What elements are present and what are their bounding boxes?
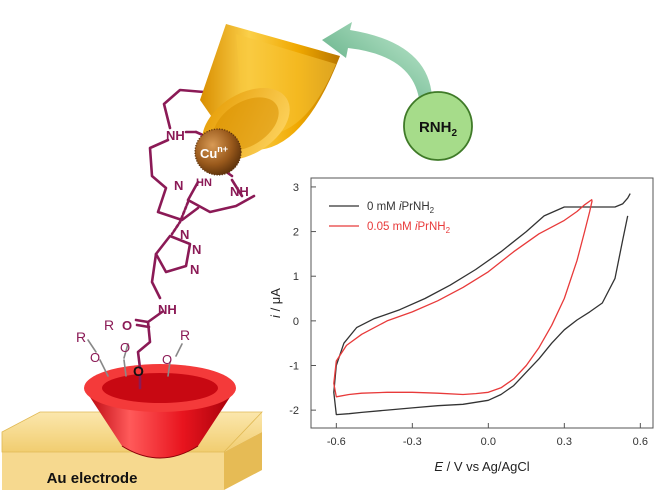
o-1: O [90, 350, 100, 365]
macrocycle-hn: HN [196, 177, 212, 189]
plot-frame [310, 177, 654, 429]
y-tick-label: 0 [293, 316, 299, 328]
electrode-label: Au electrode [47, 470, 138, 487]
legend-label-2: 0.05 mM iPrNH2 [367, 221, 451, 235]
o-3: O [162, 352, 172, 367]
x-tick-label: 0.6 [633, 436, 648, 448]
x-axis-label: E / V vs Ag/AgCl [434, 459, 529, 474]
y-tick-label: 3 [293, 182, 299, 194]
triazole-n3: N [190, 262, 199, 277]
series-lines [333, 193, 631, 416]
cyclodextrin-cone-gold [200, 24, 340, 160]
r-group-2: R [104, 317, 114, 333]
x-tick-label: -0.3 [403, 436, 422, 448]
y-tick-label: -2 [289, 405, 299, 417]
legend-label-1: 0 mM iPrNH2 [367, 201, 435, 215]
triazole-n2: N [192, 242, 201, 257]
y-axis-label: i / μA [268, 288, 283, 318]
cyclodextrin-cone-red [84, 364, 236, 459]
r-group-3: R [180, 327, 190, 343]
y-tick-label: -1 [289, 361, 299, 373]
carbonyl-o: O [122, 318, 132, 333]
triazole-ring [154, 234, 192, 274]
cv-chart: -0.6 -0.3 0.0 0.3 0.6 -2 -1 0 1 2 3 0 mM iPrNH2 0.0… [268, 177, 654, 474]
amide-nh: NH [158, 302, 177, 317]
macrocycle-n-1: N [174, 178, 183, 193]
legend: 0 mM iPrNH2 0.05 mM iPrNH2 [329, 201, 451, 235]
triazole-n1: N [180, 227, 189, 242]
linker-atoms: N N N NH O O R O R O R O [76, 227, 201, 379]
copper-ion: Cun+ [194, 128, 242, 176]
binding-arrow [322, 22, 433, 108]
analyte-label: RNH2 [419, 119, 458, 139]
series-line-2 [333, 198, 593, 398]
y-tick-label: 1 [293, 271, 299, 283]
analyte-circle: RNH2 [403, 91, 473, 161]
x-tick-label: 0.3 [557, 436, 572, 448]
copper-label: Cun+ [200, 144, 228, 161]
macrocycle-atoms: NH N HN NH [166, 128, 249, 199]
series-line-1 [333, 193, 631, 416]
r-group-1: R [76, 329, 86, 345]
o-2: O [120, 340, 130, 355]
macrocycle-nh-2: NH [230, 184, 249, 199]
y-tick-label: 2 [293, 227, 299, 239]
x-tick-label: -0.6 [327, 436, 346, 448]
macrocycle-nh-1: NH [166, 128, 185, 143]
x-tick-label: 0.0 [481, 436, 496, 448]
linker-molecule [87, 200, 192, 390]
ether-o: O [133, 363, 144, 379]
tick-marks: -0.6 -0.3 0.0 0.3 0.6 -2 -1 0 1 2 3 [289, 182, 648, 448]
